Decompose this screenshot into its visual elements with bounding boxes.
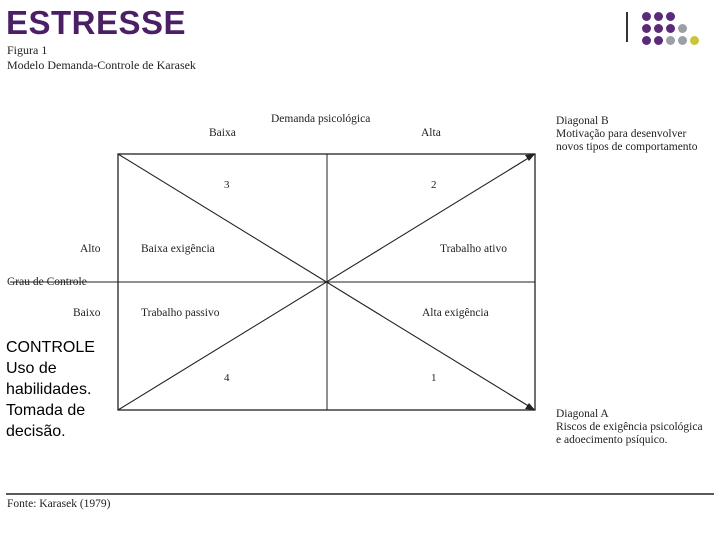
quadrant-number-top-right: 2 (431, 179, 437, 191)
decorative-dots-logo (640, 12, 710, 46)
diagonal-a-caption: Diagonal A Riscos de exigência psicológi… (556, 408, 703, 447)
slide-title: ESTRESSE (6, 4, 187, 41)
diagonal-b-line (117, 153, 536, 411)
quadrant-number-bottom-right: 1 (431, 372, 437, 384)
diagonal-b-line2: novos tipos de comportamento (556, 141, 698, 153)
x-low-label: Baixa (209, 127, 236, 139)
quadrant-label-bottom-right: Alta exigência (422, 307, 489, 319)
x-high-label: Alta (421, 127, 441, 139)
diagonal-a-title: Diagonal A (556, 408, 609, 420)
diagonal-a-arrowhead (525, 403, 535, 410)
figure-label: Figura 1 (7, 43, 48, 57)
y-low-label: Baixo (73, 307, 101, 319)
diagonal-a-line2: e adoecimento psíquico. (556, 434, 668, 446)
diagonal-a-line1: Riscos de exigência psicológica (556, 421, 703, 433)
diagonal-b-line1: Motivação para desenvolver (556, 128, 687, 140)
x-axis-title: Demanda psicológica (271, 113, 371, 125)
figure-caption: Figura 1 Modelo Demanda-Controle de Kara… (7, 43, 196, 73)
diagonal-b-caption: Diagonal B Motivação para desenvolver no… (556, 115, 698, 154)
figure-title: Modelo Demanda-Controle de Karasek (7, 58, 196, 72)
diagonal-b-title: Diagonal B (556, 115, 609, 127)
header-divider (626, 12, 628, 42)
quadrant-number-bottom-left: 4 (224, 372, 230, 384)
y-high-label: Alto (80, 243, 101, 255)
controle-note: CONTROLE Uso de habilidades. Tomada de d… (6, 339, 95, 440)
quadrant-label-bottom-left: Trabalho passivo (141, 307, 220, 319)
quadrant-label-top-left: Baixa exigência (141, 243, 215, 255)
quadrant-label-top-right: Trabalho ativo (440, 243, 507, 255)
y-axis-title: Grau de Controle (7, 276, 87, 288)
diagonal-b-arrowhead (525, 154, 535, 161)
quadrant-number-top-left: 3 (224, 179, 230, 191)
figure-source: Fonte: Karasek (1979) (7, 498, 111, 510)
